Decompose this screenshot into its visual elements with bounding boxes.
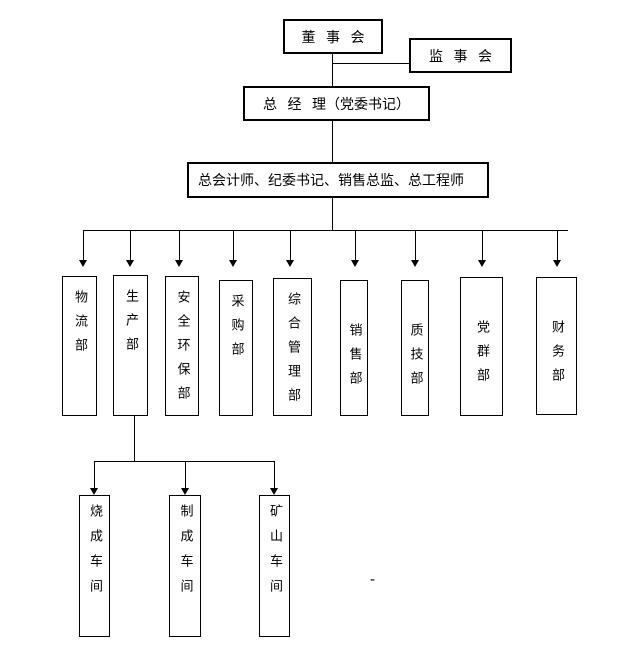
down-arrow-icon	[270, 462, 279, 495]
dept-safety-environment-label: 安全环保部	[174, 290, 190, 410]
dept-party-masses-label: 党群部	[474, 320, 489, 392]
connector-workshop-bus	[94, 461, 275, 462]
dept-procurement: 采购部	[219, 280, 253, 416]
dept-quality-technology: 质技部	[401, 280, 429, 416]
dept-sales: 销售部	[340, 280, 368, 416]
down-arrow-icon	[90, 462, 99, 495]
connector-gm-to-staff	[332, 121, 333, 162]
node-board-of-directors: 董 事 会	[283, 19, 383, 54]
connector-department-bus	[83, 230, 568, 231]
node-board-label: 董 事 会	[301, 29, 365, 46]
workshop-finishing: 制成车间	[169, 495, 201, 637]
dept-logistics: 物流部	[62, 276, 97, 416]
node-general-manager-label: 总 经 理（党委书记）	[263, 96, 410, 113]
node-senior-staff-label: 总会计师、纪委书记、销售总监、总工程师	[198, 173, 464, 189]
dept-finance-label: 财务部	[549, 320, 564, 392]
down-arrow-icon	[126, 231, 135, 267]
down-arrow-icon	[553, 231, 562, 267]
connector-board-to-gm	[332, 54, 333, 86]
dept-general-management: 综合管理部	[273, 278, 312, 416]
down-arrow-icon	[229, 231, 238, 267]
down-arrow-icon	[181, 462, 190, 495]
dept-quality-technology-label: 质技部	[407, 323, 423, 395]
stray-mark: -	[370, 572, 376, 588]
connector-staff-to-bus	[332, 198, 333, 231]
down-arrow-icon	[351, 231, 360, 267]
workshop-mining-label: 矿山车间	[267, 504, 282, 604]
dept-procurement-label: 采购部	[228, 294, 244, 366]
dept-general-management-label: 综合管理部	[285, 292, 300, 412]
connector-to-supervisory	[333, 63, 409, 64]
node-general-manager: 总 经 理（党委书记）	[243, 86, 430, 121]
node-senior-staff: 总会计师、纪委书记、销售总监、总工程师	[187, 162, 489, 198]
workshop-finishing-label: 制成车间	[177, 504, 193, 604]
dept-finance: 财务部	[536, 277, 577, 415]
down-arrow-icon	[411, 231, 420, 267]
connector-production-drop	[134, 416, 135, 461]
dept-production-label: 生产部	[123, 289, 138, 361]
down-arrow-icon	[478, 231, 487, 267]
workshop-mining: 矿山车间	[259, 495, 290, 637]
down-arrow-icon	[79, 231, 88, 267]
dept-production: 生产部	[113, 275, 148, 416]
dept-logistics-label: 物流部	[72, 290, 87, 362]
node-supervisory-label: 监 事 会	[429, 48, 492, 65]
dept-party-masses: 党群部	[460, 277, 503, 416]
dept-sales-label: 销售部	[346, 323, 362, 395]
workshop-sintering: 烧成车间	[79, 495, 110, 637]
down-arrow-icon	[175, 231, 184, 267]
node-supervisory-board: 监 事 会	[409, 38, 512, 73]
dept-safety-environment: 安全环保部	[165, 276, 199, 416]
workshop-sintering-label: 烧成车间	[87, 504, 102, 604]
down-arrow-icon	[286, 231, 295, 267]
